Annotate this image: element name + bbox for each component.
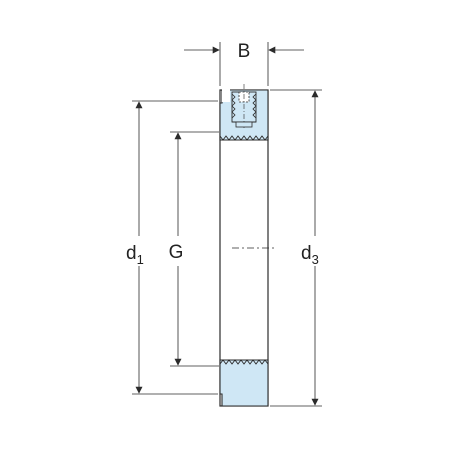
locking-screw-thread-left bbox=[231, 93, 236, 119]
d3-label: d3 bbox=[301, 243, 319, 267]
locking-screw-thread-right bbox=[252, 93, 257, 119]
top-thread bbox=[219, 135, 269, 141]
top-notch bbox=[222, 88, 230, 102]
bottom-thread bbox=[219, 359, 269, 365]
locking-screw-pad bbox=[235, 121, 253, 128]
bottom-section bbox=[219, 359, 269, 407]
g-label: G bbox=[169, 242, 184, 263]
b-label: B bbox=[238, 41, 251, 62]
d1-label: d1 bbox=[126, 243, 144, 267]
